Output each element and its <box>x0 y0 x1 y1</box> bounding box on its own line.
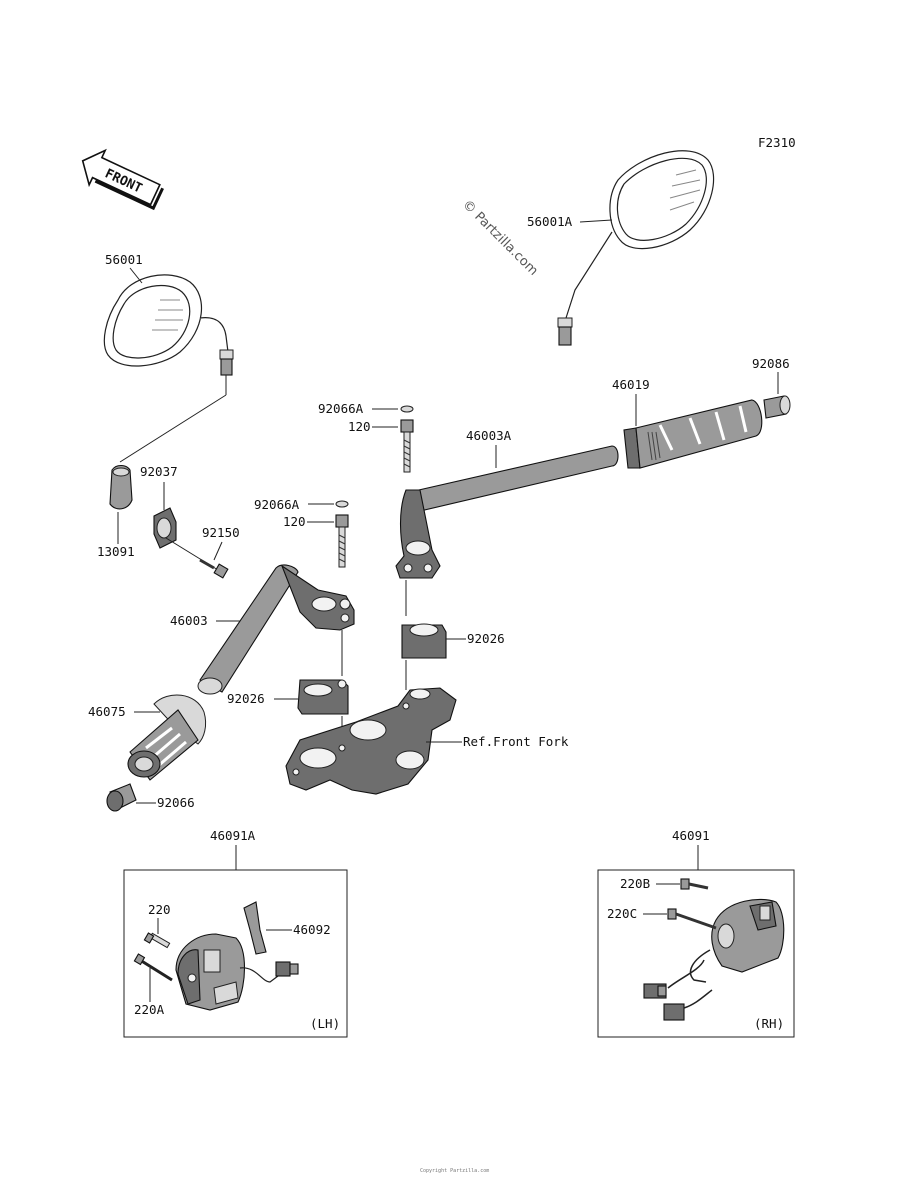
watermark: © Partzilla.com <box>459 197 541 279</box>
mirror-right[interactable] <box>557 150 715 346</box>
bolt-mid[interactable] <box>335 514 349 568</box>
handlebar-left[interactable] <box>197 564 355 695</box>
label-rh: (RH) <box>754 1016 784 1031</box>
label-92150: 92150 <box>202 525 240 540</box>
washer-mid[interactable] <box>335 500 349 508</box>
figure-code: F2310 <box>758 135 796 150</box>
handlebar-right[interactable] <box>395 445 619 579</box>
clamp-92037[interactable] <box>153 507 177 549</box>
footer-copyright: Copyright Partzilla.com <box>420 1168 489 1174</box>
mirror-left[interactable] <box>103 274 234 463</box>
label-56001A: 56001A <box>527 214 573 229</box>
label-92066: 92066 <box>157 795 195 810</box>
label-46092: 46092 <box>293 922 331 937</box>
front-arrow-icon: FRONT <box>81 148 164 211</box>
label-120-mid: 120 <box>283 514 306 529</box>
label-92026-left: 92026 <box>227 691 265 706</box>
label-220: 220 <box>148 902 171 917</box>
label-92066A-top: 92066A <box>318 401 364 416</box>
bar-end-weight-left[interactable] <box>106 783 137 812</box>
screw-220C[interactable] <box>667 908 717 930</box>
label-92066A-mid: 92066A <box>254 497 300 512</box>
label-220B: 220B <box>620 876 650 891</box>
label-92086: 92086 <box>752 356 790 371</box>
lever-46092[interactable] <box>243 901 267 955</box>
label-56001: 56001 <box>105 252 143 267</box>
label-lh: (LH) <box>310 1016 340 1031</box>
label-92026-right: 92026 <box>467 631 505 646</box>
box-rh-switch <box>597 869 795 1038</box>
label-220C: 220C <box>607 906 637 921</box>
switch-rh[interactable] <box>643 898 785 1021</box>
label-46019: 46019 <box>612 377 650 392</box>
screw-220B[interactable] <box>680 878 709 890</box>
spacer-left[interactable] <box>297 679 349 715</box>
label-46091A: 46091A <box>210 828 256 843</box>
label-120-top: 120 <box>348 419 371 434</box>
label-13091: 13091 <box>97 544 135 559</box>
label-46091: 46091 <box>672 828 710 843</box>
box-lh-switch <box>123 869 348 1038</box>
label-92037: 92037 <box>140 464 178 479</box>
fork-top-bridge[interactable] <box>285 687 457 795</box>
switch-lh[interactable] <box>175 933 299 1011</box>
label-46003: 46003 <box>170 613 208 628</box>
label-46075: 46075 <box>88 704 126 719</box>
grip-right[interactable] <box>623 399 763 469</box>
label-ref-front-fork: Ref.Front Fork <box>463 734 569 749</box>
grip-left[interactable] <box>127 694 207 781</box>
label-220A: 220A <box>134 1002 165 1017</box>
bolt-top[interactable] <box>400 419 414 473</box>
screw-220[interactable] <box>143 932 171 949</box>
holder-clamp[interactable] <box>109 464 133 510</box>
washer-top[interactable] <box>400 405 414 413</box>
screw-220A[interactable] <box>133 953 173 982</box>
screw-92150[interactable] <box>165 537 229 579</box>
label-46003A: 46003A <box>466 428 512 443</box>
spacer-right[interactable] <box>401 623 447 659</box>
bar-end-weight-right[interactable] <box>763 395 791 419</box>
